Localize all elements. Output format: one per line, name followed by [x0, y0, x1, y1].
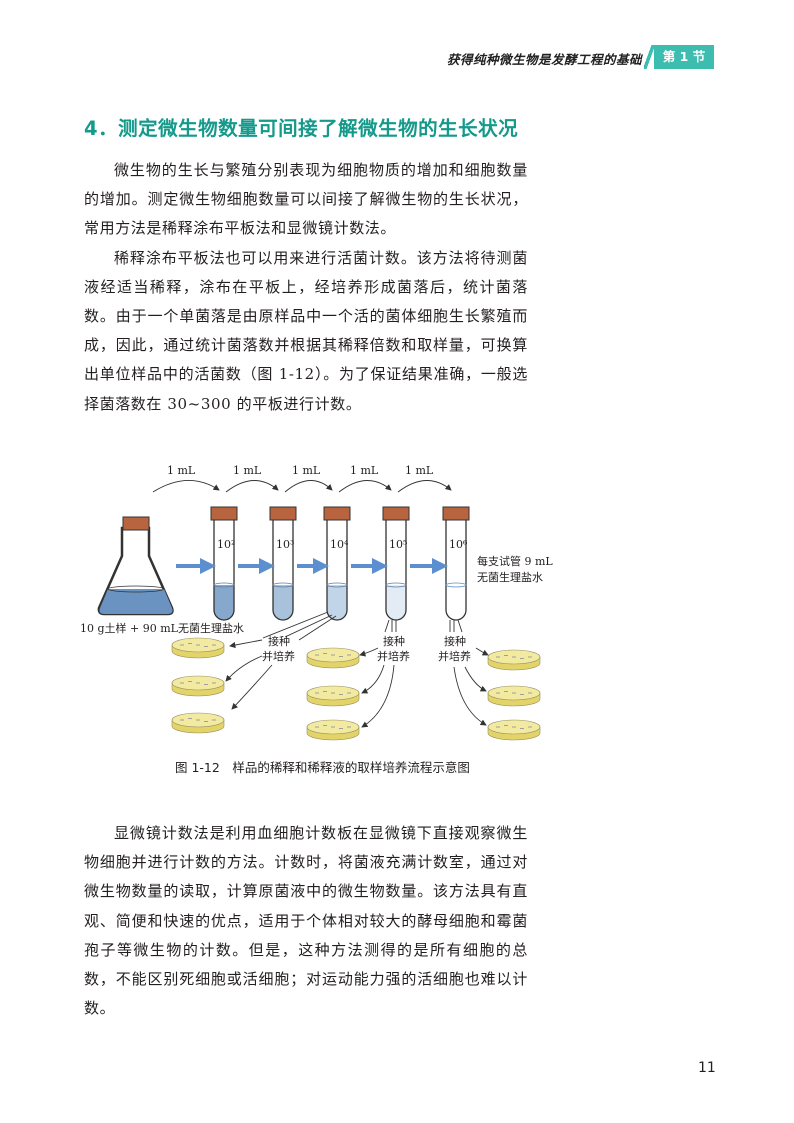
transfer-arrow — [284, 480, 333, 493]
body-text-top: 微生物的生长与繁殖分别表现为细胞物质的增加和细胞数量的增加。测定微生物细胞数量可… — [84, 156, 528, 419]
transfer-arrow — [152, 480, 220, 493]
test-tube: 10³ — [269, 506, 297, 621]
svg-text:并培养: 并培养 — [438, 649, 471, 663]
petri-dish — [171, 712, 225, 734]
flask-label: 10 g土样 + 90 mL无菌生理盐水 — [80, 621, 244, 635]
test-tube: 10⁴ — [323, 506, 351, 621]
petri-dish — [306, 685, 360, 707]
tube-dilution-label: 10⁵ — [389, 538, 407, 551]
petri-dish — [171, 637, 225, 659]
figure-caption: 图 1-12 样品的稀释和稀释液的取样培养流程示意图 — [175, 760, 470, 775]
petri-dish — [171, 675, 225, 697]
header-slash-decoration — [644, 45, 654, 69]
petri-dish — [306, 719, 360, 741]
tube-dilution-label: 10⁴ — [330, 538, 349, 551]
transfer-arrow — [338, 480, 392, 493]
flask — [97, 516, 174, 616]
figure-dilution-diagram: 1 mL 1 mL 1 mL 1 mL 1 mL 10 g土样 + 90 mL无菌生理盐… — [80, 464, 553, 775]
petri-dish — [487, 649, 541, 671]
svg-text:接种: 接种 — [268, 634, 290, 648]
test-tube: 10⁶ — [442, 506, 470, 621]
test-tube: 10² — [210, 506, 238, 621]
running-header: 获得纯种微生物是发酵工程的基础 第 1 节 — [420, 45, 714, 71]
transfer-label: 1 mL — [167, 464, 196, 477]
body-text-bottom: 显微镜计数法是利用血细胞计数板在显微镜下直接观察微生物细胞并进行计数的方法。计数… — [84, 819, 528, 1023]
svg-text:并培养: 并培养 — [262, 649, 295, 663]
transfer-label: 1 mL — [233, 464, 262, 477]
section-tab: 第 1 节 — [654, 45, 714, 69]
svg-text:接种: 接种 — [383, 634, 405, 648]
running-title: 获得纯种微生物是发酵工程的基础 — [446, 52, 642, 67]
transfer-label: 1 mL — [405, 464, 434, 477]
tube-note-line1: 每支试管 9 mL — [477, 554, 553, 568]
petri-dish — [487, 685, 541, 707]
tube-dilution-label: 10⁶ — [449, 538, 468, 551]
transfer-arrow — [397, 480, 452, 493]
paragraph: 微生物的生长与繁殖分别表现为细胞物质的增加和细胞数量的增加。测定微生物细胞数量可… — [84, 161, 528, 238]
test-tube: 10⁵ — [382, 506, 410, 621]
petri-dish — [306, 647, 360, 669]
svg-text:接种: 接种 — [444, 634, 466, 648]
tube-dilution-label: 10² — [217, 538, 235, 551]
page-number: 11 — [698, 1060, 716, 1076]
inoculation-arrows — [225, 611, 489, 728]
transfer-label: 1 mL — [292, 464, 321, 477]
tube-dilution-label: 10³ — [276, 538, 294, 551]
transfer-label: 1 mL — [350, 464, 379, 477]
transfer-arrow — [225, 480, 279, 493]
paragraph: 显微镜计数法是利用血细胞计数板在显微镜下直接观察微生物细胞并进行计数的方法。计数… — [84, 824, 528, 1018]
section-heading: 4．测定微生物数量可间接了解微生物的生长状况 — [84, 117, 519, 140]
svg-text:并培养: 并培养 — [377, 649, 410, 663]
paragraph: 稀释涂布平板法也可以用来进行活菌计数。该方法将待测菌液经适当稀释，涂布在平板上，… — [84, 248, 528, 413]
petri-dish — [487, 719, 541, 741]
tube-note-line2: 无菌生理盐水 — [477, 570, 543, 584]
